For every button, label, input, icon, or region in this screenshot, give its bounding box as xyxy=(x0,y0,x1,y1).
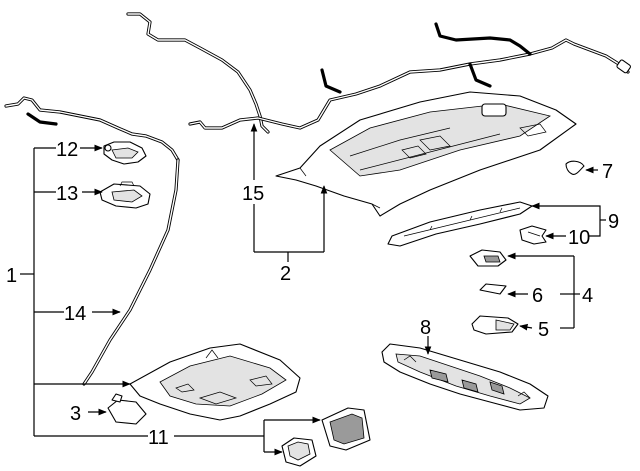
callout-6: 6 xyxy=(532,285,543,307)
part-7-clip xyxy=(565,160,585,175)
part-13-housing xyxy=(99,181,151,209)
headliner-panel xyxy=(275,91,577,217)
callout-4: 4 xyxy=(582,285,593,307)
part-4-visor-upper xyxy=(469,249,507,267)
part-9-trim-strip xyxy=(387,201,533,247)
callout-1: 1 xyxy=(6,265,17,287)
part-3-sunvisor xyxy=(107,393,147,425)
part-12-bracket xyxy=(103,141,147,165)
part-6-pad xyxy=(479,283,507,295)
callout-3: 3 xyxy=(70,403,81,425)
part-11-lamp-lens-upper xyxy=(321,407,371,451)
callout-14: 14 xyxy=(64,303,86,325)
callout-labels: 1 2 3 4 5 6 7 8 9 10 11 12 13 14 15 xyxy=(6,139,619,449)
lower-headliner xyxy=(129,343,301,421)
wiring-harness-right xyxy=(188,22,631,130)
callout-5: 5 xyxy=(538,319,549,341)
callout-8: 8 xyxy=(420,317,431,339)
callout-11: 11 xyxy=(148,427,169,449)
part-8-rear-panel xyxy=(381,343,549,411)
callout-9: 9 xyxy=(608,211,619,233)
callout-13: 13 xyxy=(56,183,78,205)
leader-lines xyxy=(20,123,606,456)
callout-10: 10 xyxy=(568,227,590,249)
wiring-harness-left xyxy=(4,12,270,386)
callout-12: 12 xyxy=(56,139,78,161)
callout-2: 2 xyxy=(280,263,291,285)
callout-15: 15 xyxy=(242,183,264,205)
callout-7: 7 xyxy=(602,161,613,183)
part-5-visor xyxy=(471,315,519,335)
part-10-clip xyxy=(519,225,547,245)
part-11-lamp-lens-lower xyxy=(281,437,317,467)
